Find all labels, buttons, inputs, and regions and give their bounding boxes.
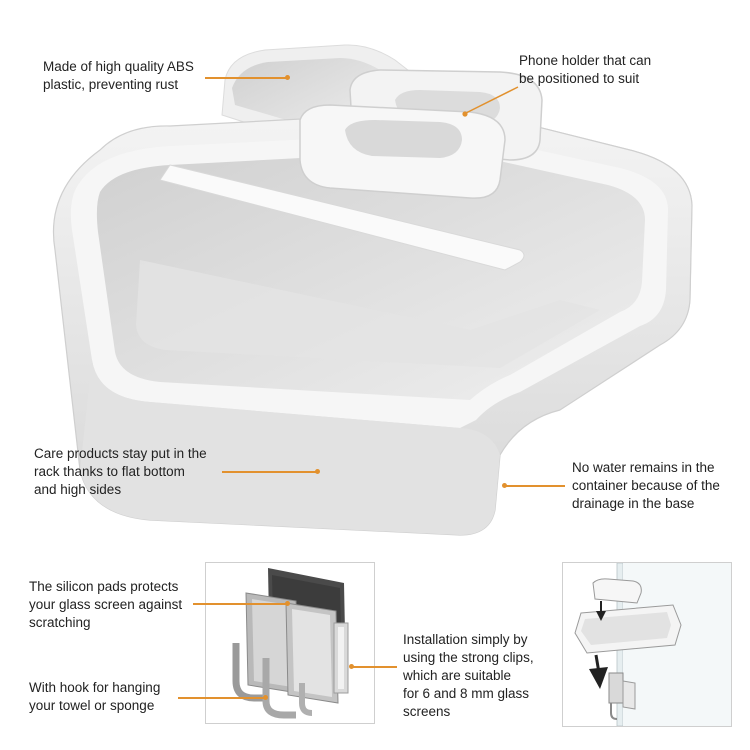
installation-diagram-frame <box>562 562 732 727</box>
leader-abs-plastic <box>205 77 287 79</box>
callout-abs-plastic: Made of high quality ABS plastic, preven… <box>43 59 194 92</box>
leader-flat-bottom <box>222 471 318 473</box>
callout-hook: With hook for hanging your towel or spon… <box>29 680 161 713</box>
leader-drainage <box>505 485 565 487</box>
leader-silicon-pads <box>193 603 288 605</box>
shower-caddy-illustration <box>52 44 693 536</box>
tray-front-wall <box>80 360 500 535</box>
callout-drainage: No water remains in the container becaus… <box>572 460 720 511</box>
leader-dot-hook <box>263 695 268 700</box>
tray-floor <box>136 260 600 368</box>
callout-flat-bottom: Care products stay put in the rack thank… <box>34 446 207 497</box>
leader-dot-abs-plastic <box>285 75 290 80</box>
callout-phone-holder: Phone holder that can be positioned to s… <box>519 53 652 86</box>
tray-divider <box>159 164 525 271</box>
leader-dot-installation <box>349 664 354 669</box>
phone-holder <box>299 69 543 199</box>
leader-dot-drainage <box>502 483 507 488</box>
installation-diagram <box>574 562 731 727</box>
clip-photo-frame <box>205 562 375 724</box>
glass-clip-illustration <box>232 568 349 719</box>
leader-hook <box>178 697 266 699</box>
leader-dot-flat-bottom <box>315 469 320 474</box>
leader-dot-silicon-pads <box>285 601 290 606</box>
leader-installation <box>352 666 397 668</box>
callout-silicon-pads: The silicon pads protects your glass scr… <box>29 579 183 630</box>
leader-phone-holder <box>462 86 519 117</box>
callout-installation: Installation simply by using the strong … <box>403 632 534 719</box>
